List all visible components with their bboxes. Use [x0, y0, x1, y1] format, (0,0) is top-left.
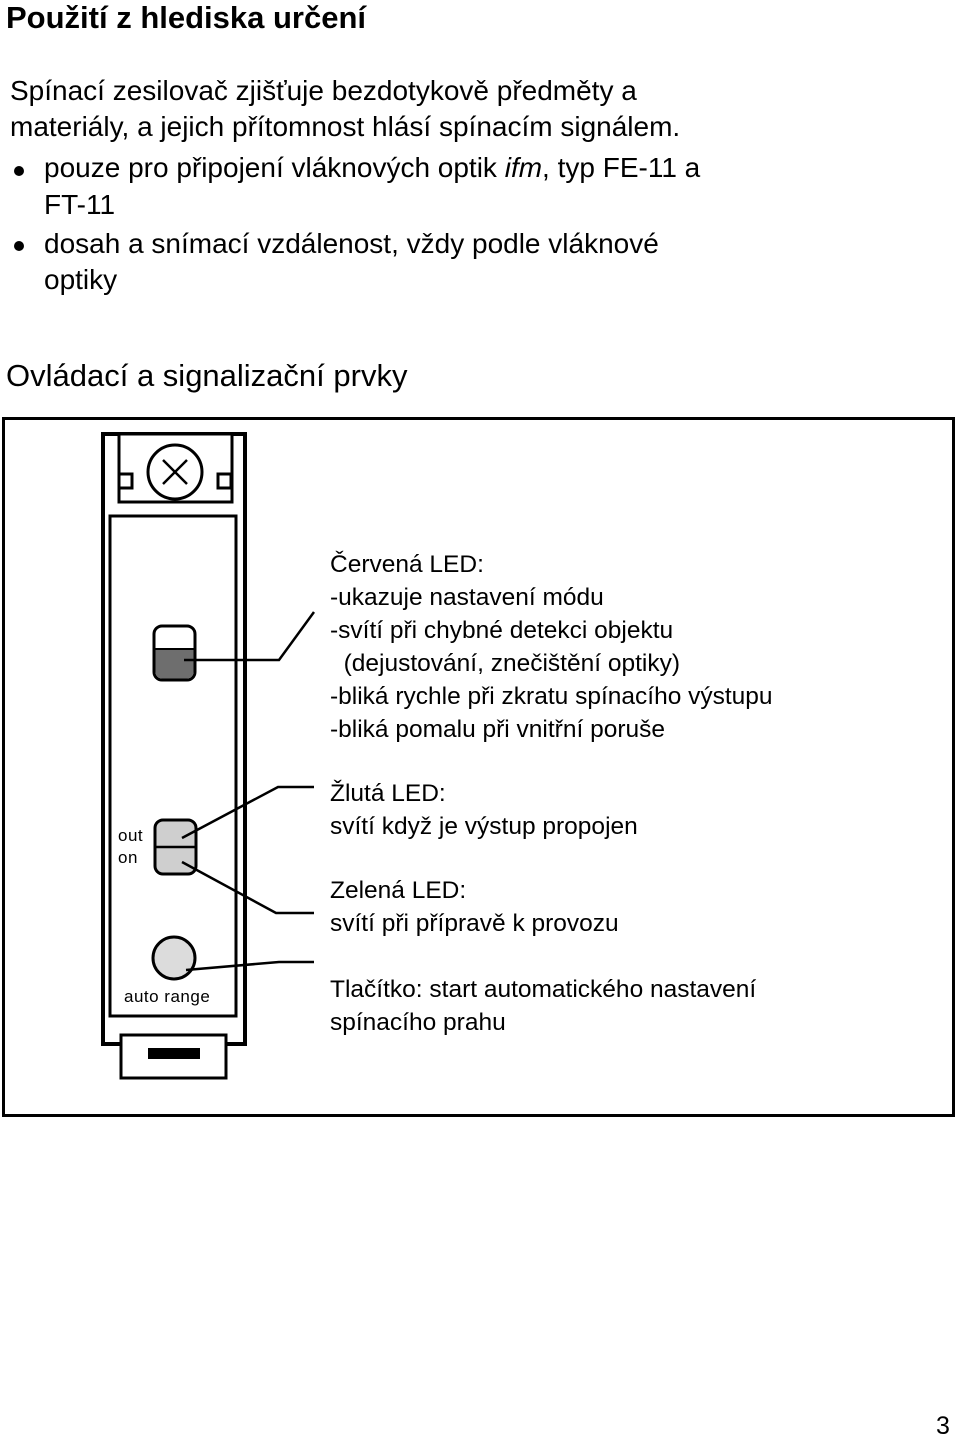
bullet-dot-icon — [14, 241, 24, 251]
red-led-line: -ukazuje nastavení módu — [330, 584, 604, 611]
device-front-panel — [108, 514, 238, 1018]
red-led-title: Červená LED: — [330, 551, 484, 578]
bullet-1-line-2: FT-11 — [44, 189, 116, 220]
bullet-1-line-1: pouze pro připojení vláknových optik ifm… — [44, 152, 701, 183]
yellow-led-title: Žlutá LED: — [330, 780, 446, 807]
button-description: Tlačítko: start automatického nastavení … — [330, 973, 756, 1039]
yellow-led-description: Žlutá LED: svítí když je výstup propojen — [330, 777, 638, 843]
intro-line-1: Spínací zesilovač zjišťuje bezdotykově p… — [10, 75, 637, 106]
device-clip-right — [216, 472, 233, 490]
green-led-title: Zelená LED: — [330, 877, 467, 904]
device-clip-left — [117, 472, 134, 490]
button-line-1: Tlačítko: start automatického nastavení — [330, 976, 757, 1003]
label-out: out — [118, 826, 144, 845]
red-led-description: Červená LED: -ukazuje nastavení módu -sv… — [330, 548, 773, 746]
green-led-leader — [181, 860, 314, 915]
yellow-led-line: svítí když je výstup propojen — [330, 813, 638, 840]
section-heading-controls: Ovládací a signalizační prvky — [6, 358, 408, 393]
diagram-frame — [2, 417, 955, 1117]
device-bottom-slot — [148, 1048, 200, 1059]
bullet-2-line-2: optiky — [44, 264, 118, 295]
bullet-2-line-1: dosah a snímací vzdálenost, vždy podle v… — [44, 228, 659, 259]
green-led-description: Zelená LED: svítí při přípravě k provozu — [330, 874, 619, 940]
label-auto-range: auto range — [124, 987, 211, 1006]
auto-range-button-icon — [151, 935, 197, 981]
section-heading-usage: Použití z hlediska určení — [6, 0, 367, 35]
label-on: on — [118, 848, 138, 867]
page-number: 3 — [936, 1412, 950, 1440]
red-led-line: -svítí při chybné detekci objektu — [330, 617, 674, 644]
red-led-line: -bliká pomalu při vnitřní poruše — [330, 716, 665, 743]
button-leader — [185, 960, 314, 972]
bullet-dot-icon — [14, 166, 24, 176]
green-led-line: svítí při přípravě k provozu — [330, 910, 619, 937]
button-line-2: spínacího prahu — [330, 1009, 506, 1036]
red-led-line: (dejustování, znečištění optiky) — [330, 650, 680, 677]
red-led-line: -bliká rychle při zkratu spínacího výstu… — [330, 683, 773, 710]
intro-line-2: materiály, a jejich přítomnost hlásí spí… — [10, 111, 681, 142]
red-led-leader — [184, 611, 316, 662]
yellow-led-leader — [181, 785, 314, 840]
